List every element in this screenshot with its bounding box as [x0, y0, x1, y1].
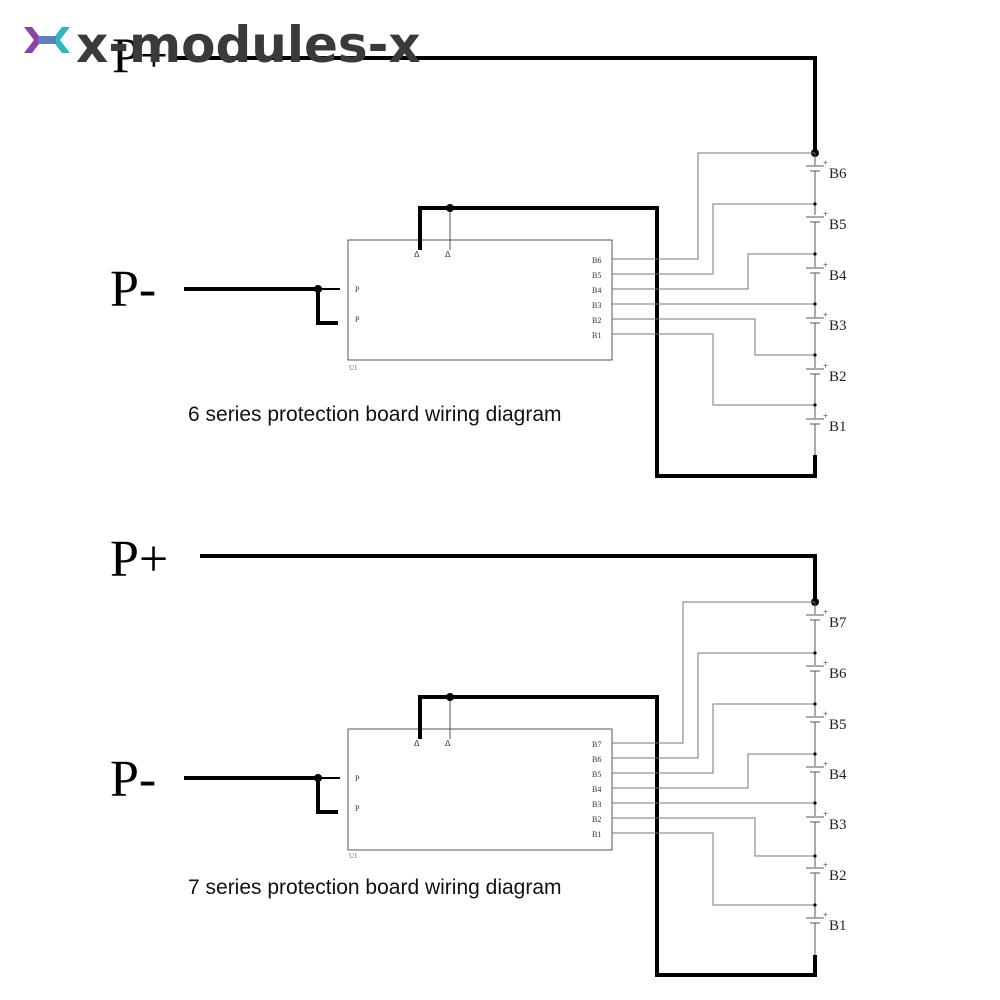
diagram-caption: 6 series protection board wiring diagram: [188, 403, 562, 426]
p-minus-wire: [184, 287, 338, 325]
cell-label: B6: [829, 166, 847, 182]
protection-board: [347, 239, 613, 361]
p-minus-label: P-: [110, 751, 156, 808]
svg-text:+: +: [823, 658, 828, 668]
p-plus-wire: [200, 554, 817, 600]
pin-label: B1: [592, 830, 601, 839]
cell-label: B4: [829, 767, 847, 783]
cell-label: B6: [829, 666, 847, 682]
pin-label: B2: [592, 815, 601, 824]
svg-text:+: +: [823, 411, 828, 421]
p-minus-wire: [184, 776, 338, 814]
svg-text:+: +: [823, 158, 828, 168]
pin-label: B3: [592, 800, 601, 809]
pin-label: B1: [592, 331, 601, 340]
cell-label: B4: [829, 268, 847, 284]
svg-text:+: +: [823, 607, 828, 617]
plus-marks: + + + + + +: [823, 158, 828, 421]
svg-text:+: +: [823, 759, 828, 769]
board-pin-p: P: [355, 315, 360, 324]
terminal-mark: ᐃ: [445, 250, 451, 259]
cell-label: B5: [829, 217, 847, 233]
p-minus-label: P-: [110, 261, 156, 318]
sense-wires: [612, 601, 815, 906]
diagram-caption: 7 series protection board wiring diagram: [188, 876, 562, 899]
svg-text:+: +: [823, 310, 828, 320]
pin-label: B4: [592, 785, 601, 794]
p-plus-label: P+: [110, 531, 168, 588]
b-minus-wire: [418, 206, 817, 478]
pin-label: B4: [592, 286, 601, 295]
p-plus-label: P+: [112, 27, 168, 83]
brand-logo: x-modules-x: [24, 16, 421, 74]
cell-label: B2: [829, 868, 847, 884]
board-pin-p: P: [355, 285, 360, 294]
board-pin-p: P: [355, 804, 360, 813]
pin-label: B6: [592, 256, 601, 265]
svg-text:+: +: [823, 809, 828, 819]
chip-designator: U1: [349, 852, 358, 860]
junction-dot: [446, 204, 454, 212]
b-minus-wire: [418, 695, 817, 977]
chip-designator: U1: [349, 364, 358, 372]
pin-label: B6: [592, 755, 601, 764]
terminal-mark: ᐃ: [414, 739, 420, 748]
diagram-7-series: P+ P- P P U1 ᐃ ᐃ B7 B6 B5 B4 B3 B2 B1: [110, 531, 847, 977]
node-dots: [813, 202, 817, 407]
diagram-6-series: P+ P- P P U1 ᐃ ᐃ B6 B5 B4 B3 B2 B: [110, 27, 847, 478]
battery-stack: [806, 602, 824, 955]
svg-text:+: +: [823, 860, 828, 870]
cell-label: B1: [829, 918, 847, 934]
p-plus-wire: [170, 56, 817, 152]
board-pin-p: P: [355, 774, 360, 783]
pin-label: B7: [592, 740, 601, 749]
logo-x-icon: [24, 27, 70, 53]
cell-label: B7: [829, 615, 847, 631]
cell-label: B5: [829, 717, 847, 733]
plus-marks: + + + + + + +: [823, 607, 828, 920]
pin-label: B3: [592, 301, 601, 310]
battery-stack: [806, 153, 824, 455]
pin-label: B5: [592, 770, 601, 779]
cell-label: B2: [829, 369, 847, 385]
cell-label: B3: [829, 318, 847, 334]
junction-dot: [446, 693, 454, 701]
sense-wires: [612, 152, 815, 406]
junction-dot: [314, 774, 322, 782]
junction-dot: [314, 285, 322, 293]
svg-text:+: +: [823, 361, 828, 371]
cell-label: B3: [829, 817, 847, 833]
svg-text:+: +: [823, 709, 828, 719]
logo-wordmark: x-modules-x: [76, 16, 421, 74]
node-dots: [813, 651, 817, 907]
pin-label: B2: [592, 316, 601, 325]
terminal-mark: ᐃ: [414, 250, 420, 259]
svg-text:+: +: [823, 910, 828, 920]
terminal-mark: ᐃ: [445, 739, 451, 748]
svg-text:+: +: [823, 209, 828, 219]
pin-label: B5: [592, 271, 601, 280]
protection-board: [347, 728, 613, 851]
svg-text:+: +: [823, 260, 828, 270]
cell-label: B1: [829, 419, 847, 435]
